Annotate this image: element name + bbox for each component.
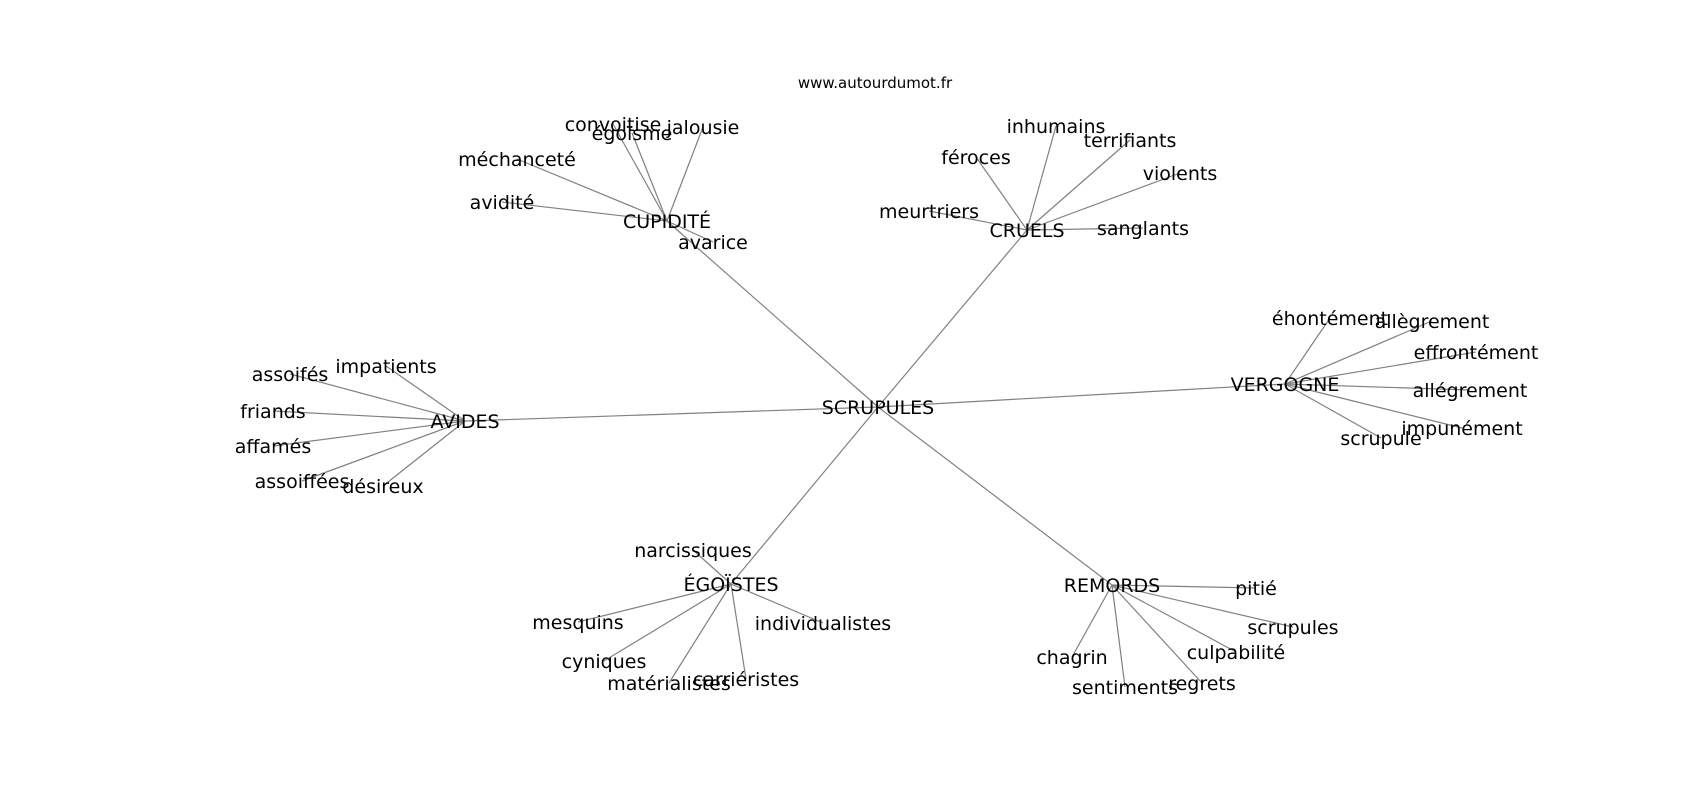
word-node-label: cyniques [562, 651, 647, 673]
edge-hub-word [730, 583, 747, 680]
word-node-label: affamés [235, 436, 311, 458]
edge-hub-word [631, 132, 668, 222]
word-node-label: meurtriers [879, 201, 979, 223]
edge-hub-word [382, 420, 466, 487]
edge-hub-word [272, 420, 466, 447]
word-node-label: scrupules [1247, 617, 1338, 639]
edge-hub-word [1071, 584, 1113, 658]
edge-hub-word [730, 583, 824, 624]
word-node-label: féroces [941, 147, 1010, 169]
word-node-label: jalousie [666, 117, 740, 139]
edge-hub-word [385, 365, 466, 422]
word-node-label: assoiffées [255, 471, 350, 493]
word-node-label: éhontément [1272, 308, 1388, 330]
word-node-label: convoitise [565, 114, 662, 136]
hub-node-label: VERGOGNE [1231, 374, 1340, 396]
word-node-label: désireux [342, 476, 423, 498]
edge-hub-word [1111, 584, 1294, 628]
edge-hub-word [668, 583, 732, 684]
word-node-label: scrupule [1340, 428, 1421, 450]
word-node-label: sanglants [1097, 218, 1189, 240]
word-node-label: inhumains [1007, 116, 1106, 138]
word-node-label: chagrin [1036, 647, 1107, 669]
edge-hub-word [603, 583, 732, 662]
word-node-label: sentiments [1072, 677, 1178, 699]
edge-hub-word [1111, 584, 1203, 684]
word-node-label: égoïsme [592, 123, 673, 145]
edge-hub-word [1284, 317, 1331, 385]
edge-hub-word [1284, 383, 1463, 429]
word-node-label: allègrement [1375, 311, 1490, 333]
edge-root-hub [666, 220, 879, 408]
edge-hub-word [516, 158, 668, 222]
root-node-label: SCRUPULES [822, 397, 934, 419]
edge-hub-word [1284, 383, 1382, 439]
edge-root-hub [877, 383, 1286, 408]
source-label: www.autourdumot.fr [798, 74, 953, 92]
edge-hub-word [1284, 320, 1433, 385]
hub-node-label: REMORDS [1064, 575, 1160, 597]
edge-hub-word [1284, 351, 1477, 385]
edge-hub-word [1026, 172, 1181, 231]
hub-node-label: CUPIDITÉ [623, 210, 711, 233]
edge-root-hub [464, 406, 879, 422]
edge-hub-word [928, 210, 1028, 231]
word-node-label: narcissiques [634, 540, 752, 562]
word-node-label: individualistes [755, 613, 891, 635]
edge-hub-word [666, 126, 704, 222]
edge-hub-word [577, 583, 732, 623]
edge-hub-word [692, 549, 732, 585]
word-node-label: effrontément [1414, 342, 1539, 364]
word-node-label: terrifiants [1084, 130, 1177, 152]
word-node-label: mesquins [532, 612, 623, 634]
word-node-label: friands [240, 401, 305, 423]
edge-hub-word [1111, 584, 1237, 653]
word-node-label: matérialistes [607, 673, 731, 695]
edge-hub-word [1026, 227, 1144, 231]
edge-root-hub [877, 406, 1113, 586]
edge-hub-word [1026, 139, 1131, 231]
word-node-label: allégrement [1413, 380, 1528, 402]
word-node-label: violents [1143, 163, 1218, 185]
word-node-label: regrets [1168, 673, 1236, 695]
edge-hub-word [1284, 383, 1471, 391]
word-node-label: avidité [470, 192, 535, 214]
edge-hub-word [1111, 584, 1257, 589]
edge-hub-word [1026, 125, 1057, 231]
edge-hub-word [612, 123, 668, 222]
word-node-label: carriéristes [693, 669, 799, 691]
word-node-label: pitié [1235, 578, 1277, 600]
edge-hub-word [289, 373, 466, 422]
edge-hub-word [501, 201, 668, 222]
edge-hub-word [272, 410, 466, 422]
edge-root-hub [730, 406, 879, 585]
edge-hub-word [975, 156, 1028, 231]
word-node-label: avarice [678, 232, 748, 254]
edge-root-hub [877, 229, 1028, 408]
hub-node-label: AVIDES [430, 411, 499, 433]
word-node-label: impatients [335, 356, 436, 378]
edge-hub-word [301, 420, 466, 482]
labels-layer: SCRUPULES CUPIDITÉ convoitiseégoïsmejalous… [235, 114, 1539, 699]
edges-layer [272, 123, 1477, 688]
hub-node-label: CRUELS [989, 220, 1064, 242]
word-node-label: méchanceté [458, 149, 576, 171]
word-node-label: culpabilité [1187, 642, 1286, 664]
word-node-label: impunément [1401, 418, 1522, 440]
edge-hub-word [666, 220, 714, 243]
word-node-label: assoifés [252, 364, 329, 386]
edge-hub-word [1111, 584, 1126, 688]
hub-node-label: ÉGOÏSTES [683, 573, 778, 596]
